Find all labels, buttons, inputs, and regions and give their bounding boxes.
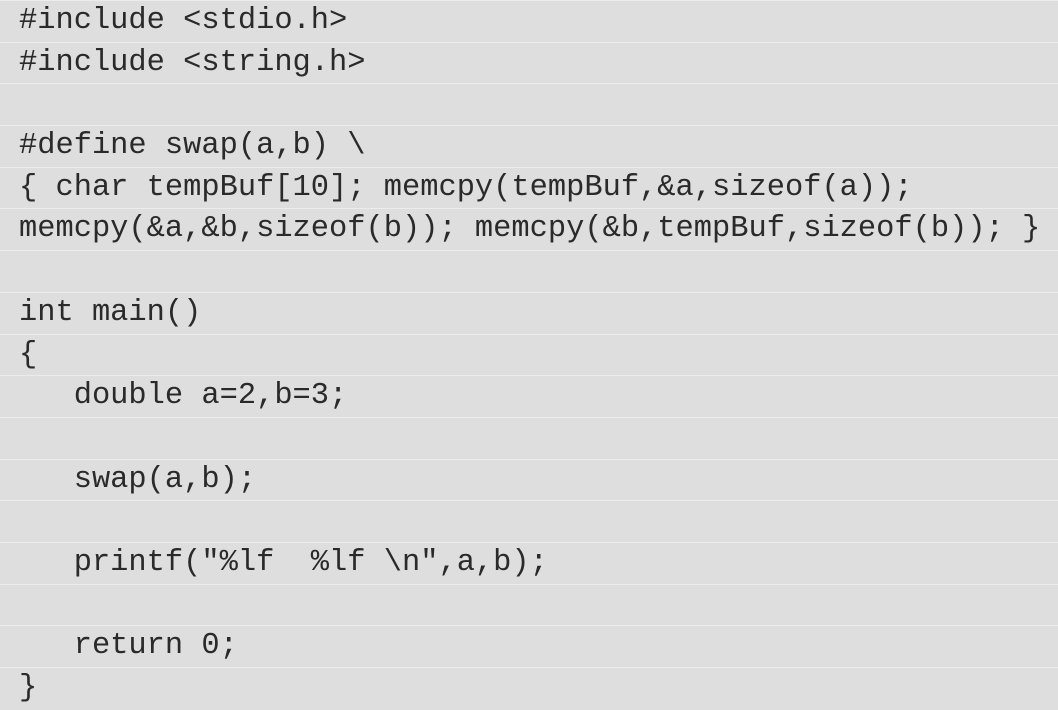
code-line: #define swap(a,b) \ bbox=[0, 125, 1058, 167]
code-line: #include <string.h> bbox=[0, 41, 1058, 84]
code-line: printf("%lf %lf \n",a,b); bbox=[0, 541, 1058, 584]
code-line: #include <stdio.h> bbox=[0, 0, 1058, 42]
code-line: memcpy(&a,&b,sizeof(b)); memcpy(&b,tempB… bbox=[0, 208, 1058, 250]
code-line bbox=[0, 583, 1058, 626]
code-line: { bbox=[0, 333, 1058, 376]
code-line bbox=[0, 500, 1058, 542]
code-line: swap(a,b); bbox=[0, 458, 1058, 501]
code-line: int main() bbox=[0, 291, 1058, 334]
code-line: } bbox=[0, 667, 1058, 709]
code-line bbox=[0, 83, 1058, 125]
code-line bbox=[0, 250, 1058, 292]
code-line: double a=2,b=3; bbox=[0, 375, 1058, 417]
code-line bbox=[0, 416, 1058, 459]
code-line: return 0; bbox=[0, 625, 1058, 667]
code-line: { char tempBuf[10]; memcpy(tempBuf,&a,si… bbox=[0, 166, 1058, 209]
